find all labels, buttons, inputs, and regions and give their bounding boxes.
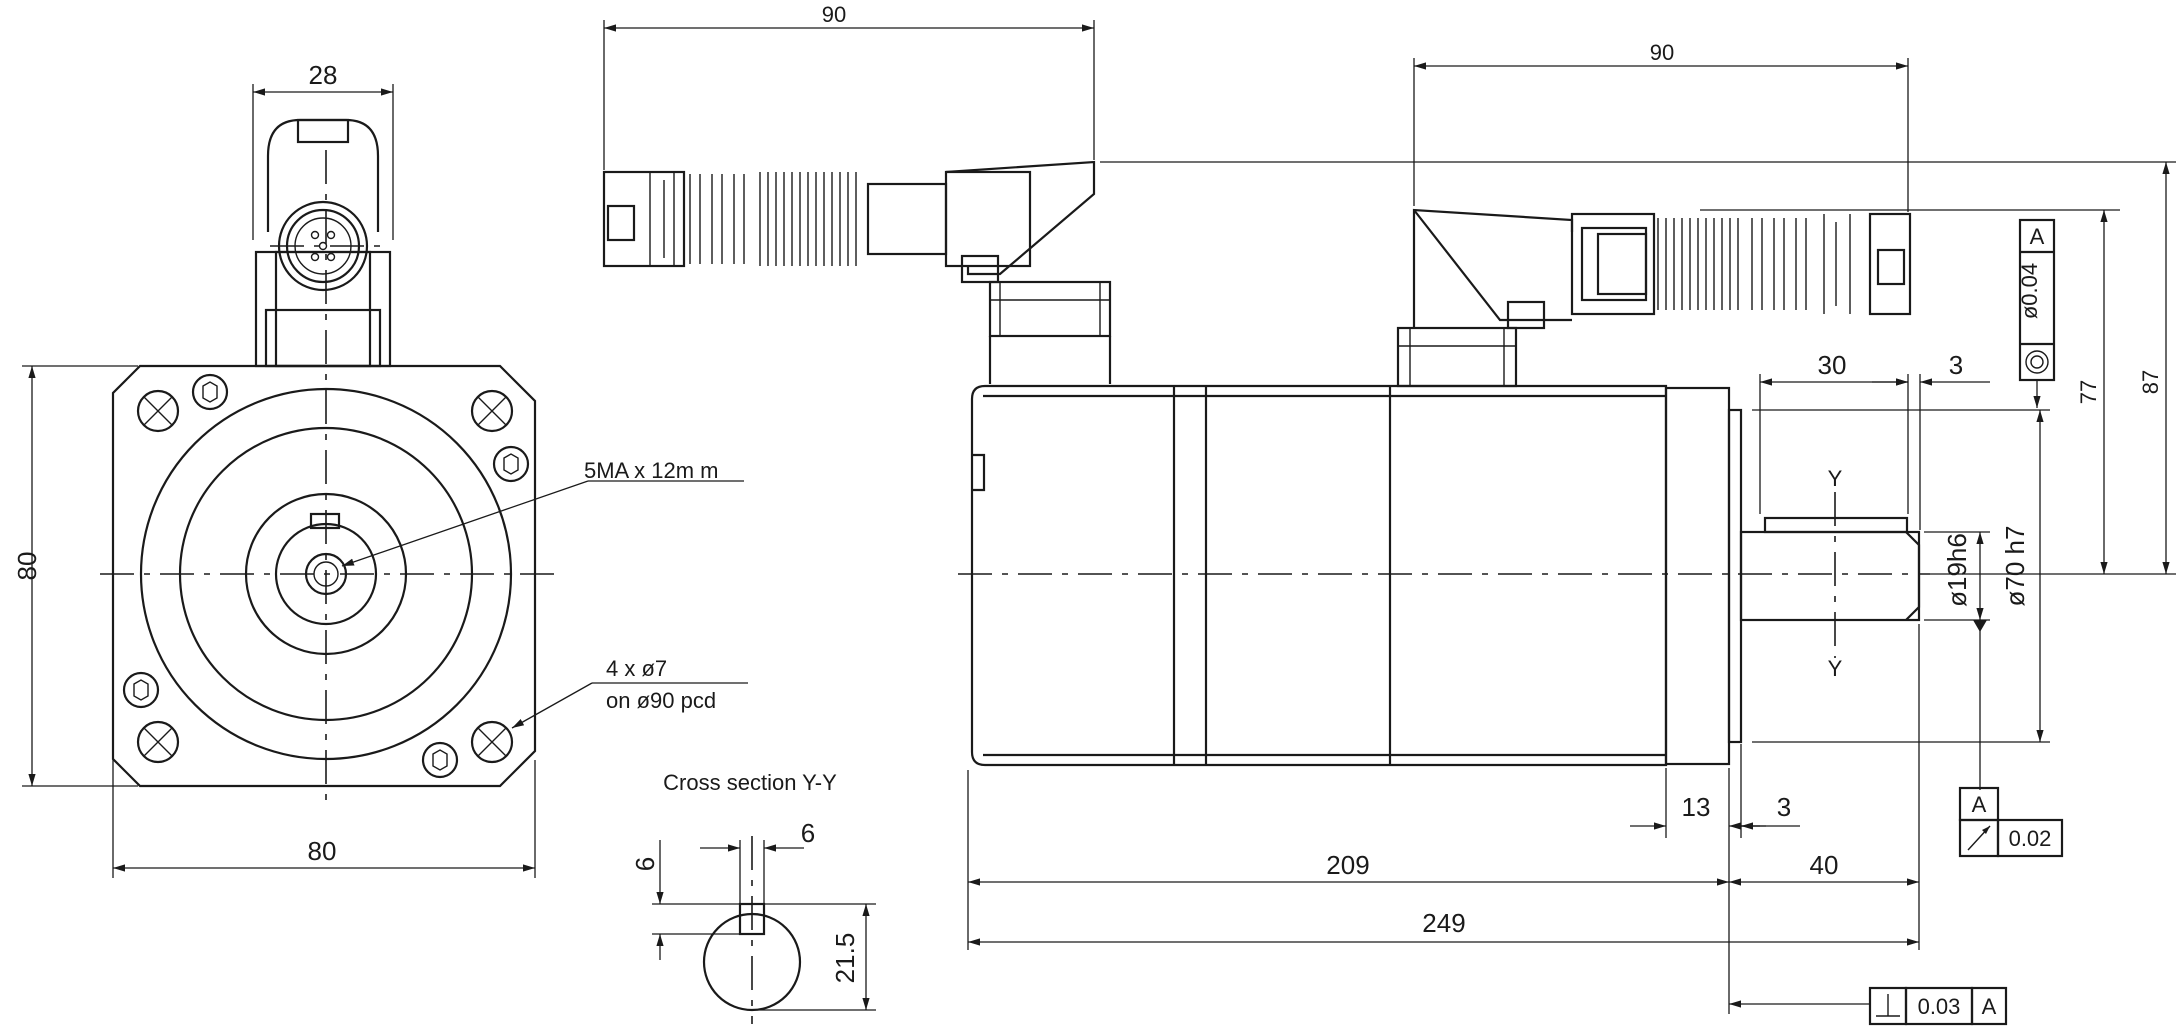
tolerance-runout: A 0.02 [1958,786,2064,858]
dim-flange-thickness: 13 [1682,792,1711,822]
perpendicularity-icon [1876,994,1900,1017]
dim-height-87: 87 [2138,370,2163,394]
flange-outline [111,364,537,788]
cross-section-view: Cross section Y-Y 6 6 21.5 [630,770,876,1024]
dim-section-key-depth: 6 [630,857,660,871]
concentricity-datum: A [2030,224,2045,249]
note-holes-pcd: on ø90 pcd [606,688,716,713]
mounting-hole [470,720,514,764]
hex-bolt [492,445,530,483]
dim-body-length: 209 [1326,850,1369,880]
note-tapped-hole: 5MA x 12m m [584,458,718,483]
dim-pilot-length: 3 [1777,792,1791,822]
hex-bolt [191,373,229,411]
side-connector [1396,208,1912,388]
side-view: Y Y 90 30 3 ø70 h7 ø19h6 77 87 [958,40,2176,1026]
shaft [1739,530,1921,622]
front-view: 28 80 80 5MA x 12m m 4 x ø7 on ø90 pcd [12,60,748,878]
runout-value: 0.02 [2009,826,2052,851]
mounting-hole [470,389,514,433]
front-connector [254,118,392,368]
perpendicularity-value: 0.03 [1918,994,1961,1019]
dim-total-length: 249 [1422,908,1465,938]
concentricity-symbol [2025,350,2049,374]
section-mark-bottom: Y [1828,656,1843,681]
dim-section-key-width: 6 [801,818,815,848]
shaft-key [309,512,341,530]
dim-connector-width: 28 [309,60,338,90]
tolerance-concentricity: A ø0.04 [2017,218,2056,408]
runout-datum: A [1972,792,1987,817]
dim-connector-top-length: 90 [822,2,846,27]
dim-section-shaft-height: 21.5 [830,933,860,984]
dim-key-offset: 3 [1949,350,1963,380]
note-holes-count: 4 x ø7 [606,656,667,681]
dim-height-77: 77 [2076,380,2101,404]
tolerance-perpendicularity: 0.03 A [1729,986,2008,1026]
shaft-key-side [1763,516,1909,534]
dim-shaft-length: 40 [1810,850,1839,880]
dim-shaft-dia: ø19h6 [1942,533,1972,607]
concentricity-value: ø0.04 [2017,263,2042,319]
dim-pilot-dia: ø70 h7 [2000,526,2030,607]
perpendicularity-datum: A [1982,994,1997,1019]
mounting-hole [136,720,180,764]
section-mark-top: Y [1828,466,1843,491]
cross-section-title: Cross section Y-Y [663,770,837,795]
pilot-ring [1727,408,1743,744]
side-flange [1664,386,1731,766]
connector-top-view: 90 [602,2,1112,384]
dim-side-connector-length: 90 [1650,40,1674,65]
motor-body [970,384,1668,767]
dim-flange-height: 80 [12,552,42,581]
mounting-hole [136,389,180,433]
hex-bolt [421,741,459,779]
dim-flange-width: 80 [308,836,337,866]
dim-key-length: 30 [1818,350,1847,380]
hex-bolt [122,671,160,709]
